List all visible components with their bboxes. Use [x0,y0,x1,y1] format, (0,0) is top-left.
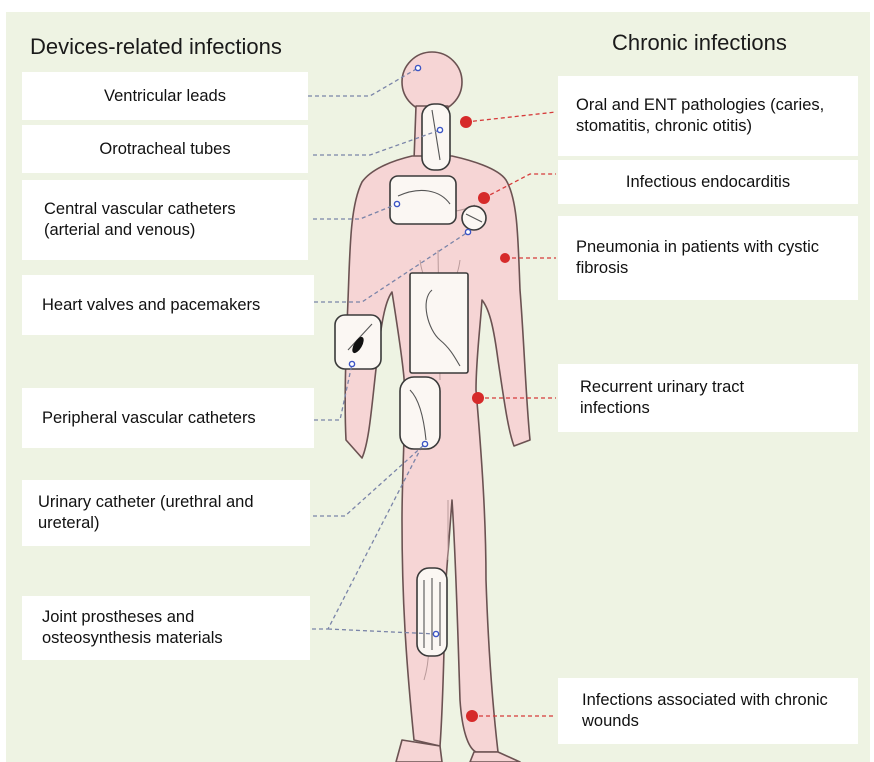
device-box-central-vascular-catheters: Central vascular catheters (arterial and… [22,180,308,260]
chronic-box-oral-ent: Oral and ENT pathologies (caries, stomat… [558,76,858,156]
chronic-box-chronic-wounds: Infections associated with chronic wound… [558,678,858,744]
device-box-peripheral-vascular-catheters: Peripheral vascular catheters [22,388,314,448]
device-label: Joint prostheses and osteosynthesis mate… [42,607,292,649]
device-infections-title: Devices-related infections [30,34,282,60]
device-box-orotracheal-tubes: Orotracheal tubes [22,125,308,173]
device-box-heart-valves-pacemakers: Heart valves and pacemakers [22,275,314,335]
chronic-box-endocarditis: Infectious endocarditis [558,160,858,204]
device-label: Peripheral vascular catheters [42,408,256,429]
device-box-ventricular-leads: Ventricular leads [22,72,308,120]
device-label: Ventricular leads [104,86,226,107]
chronic-label: Pneumonia in patients with cystic fibros… [576,237,836,279]
device-box-urinary-catheter: Urinary catheter (urethral and ureteral) [22,480,310,546]
chronic-label: Recurrent urinary tract infections [580,377,800,419]
chronic-infections-title: Chronic infections [612,30,787,56]
chronic-label: Infectious endocarditis [626,172,790,193]
chronic-box-pneumonia-cf: Pneumonia in patients with cystic fibros… [558,216,858,300]
device-label: Urinary catheter (urethral and ureteral) [38,492,278,534]
device-label: Central vascular catheters (arterial and… [44,199,294,241]
device-label: Heart valves and pacemakers [42,295,260,316]
device-box-joint-prostheses: Joint prostheses and osteosynthesis mate… [22,596,310,660]
pacemaker-lead-inset [410,273,468,373]
urinary-catheter-inset [400,377,440,449]
device-label: Orotracheal tubes [99,139,230,160]
chronic-label: Oral and ENT pathologies (caries, stomat… [576,95,826,137]
chronic-label: Infections associated with chronic wound… [582,690,832,732]
chronic-box-urinary-tract: Recurrent urinary tract infections [558,364,858,432]
